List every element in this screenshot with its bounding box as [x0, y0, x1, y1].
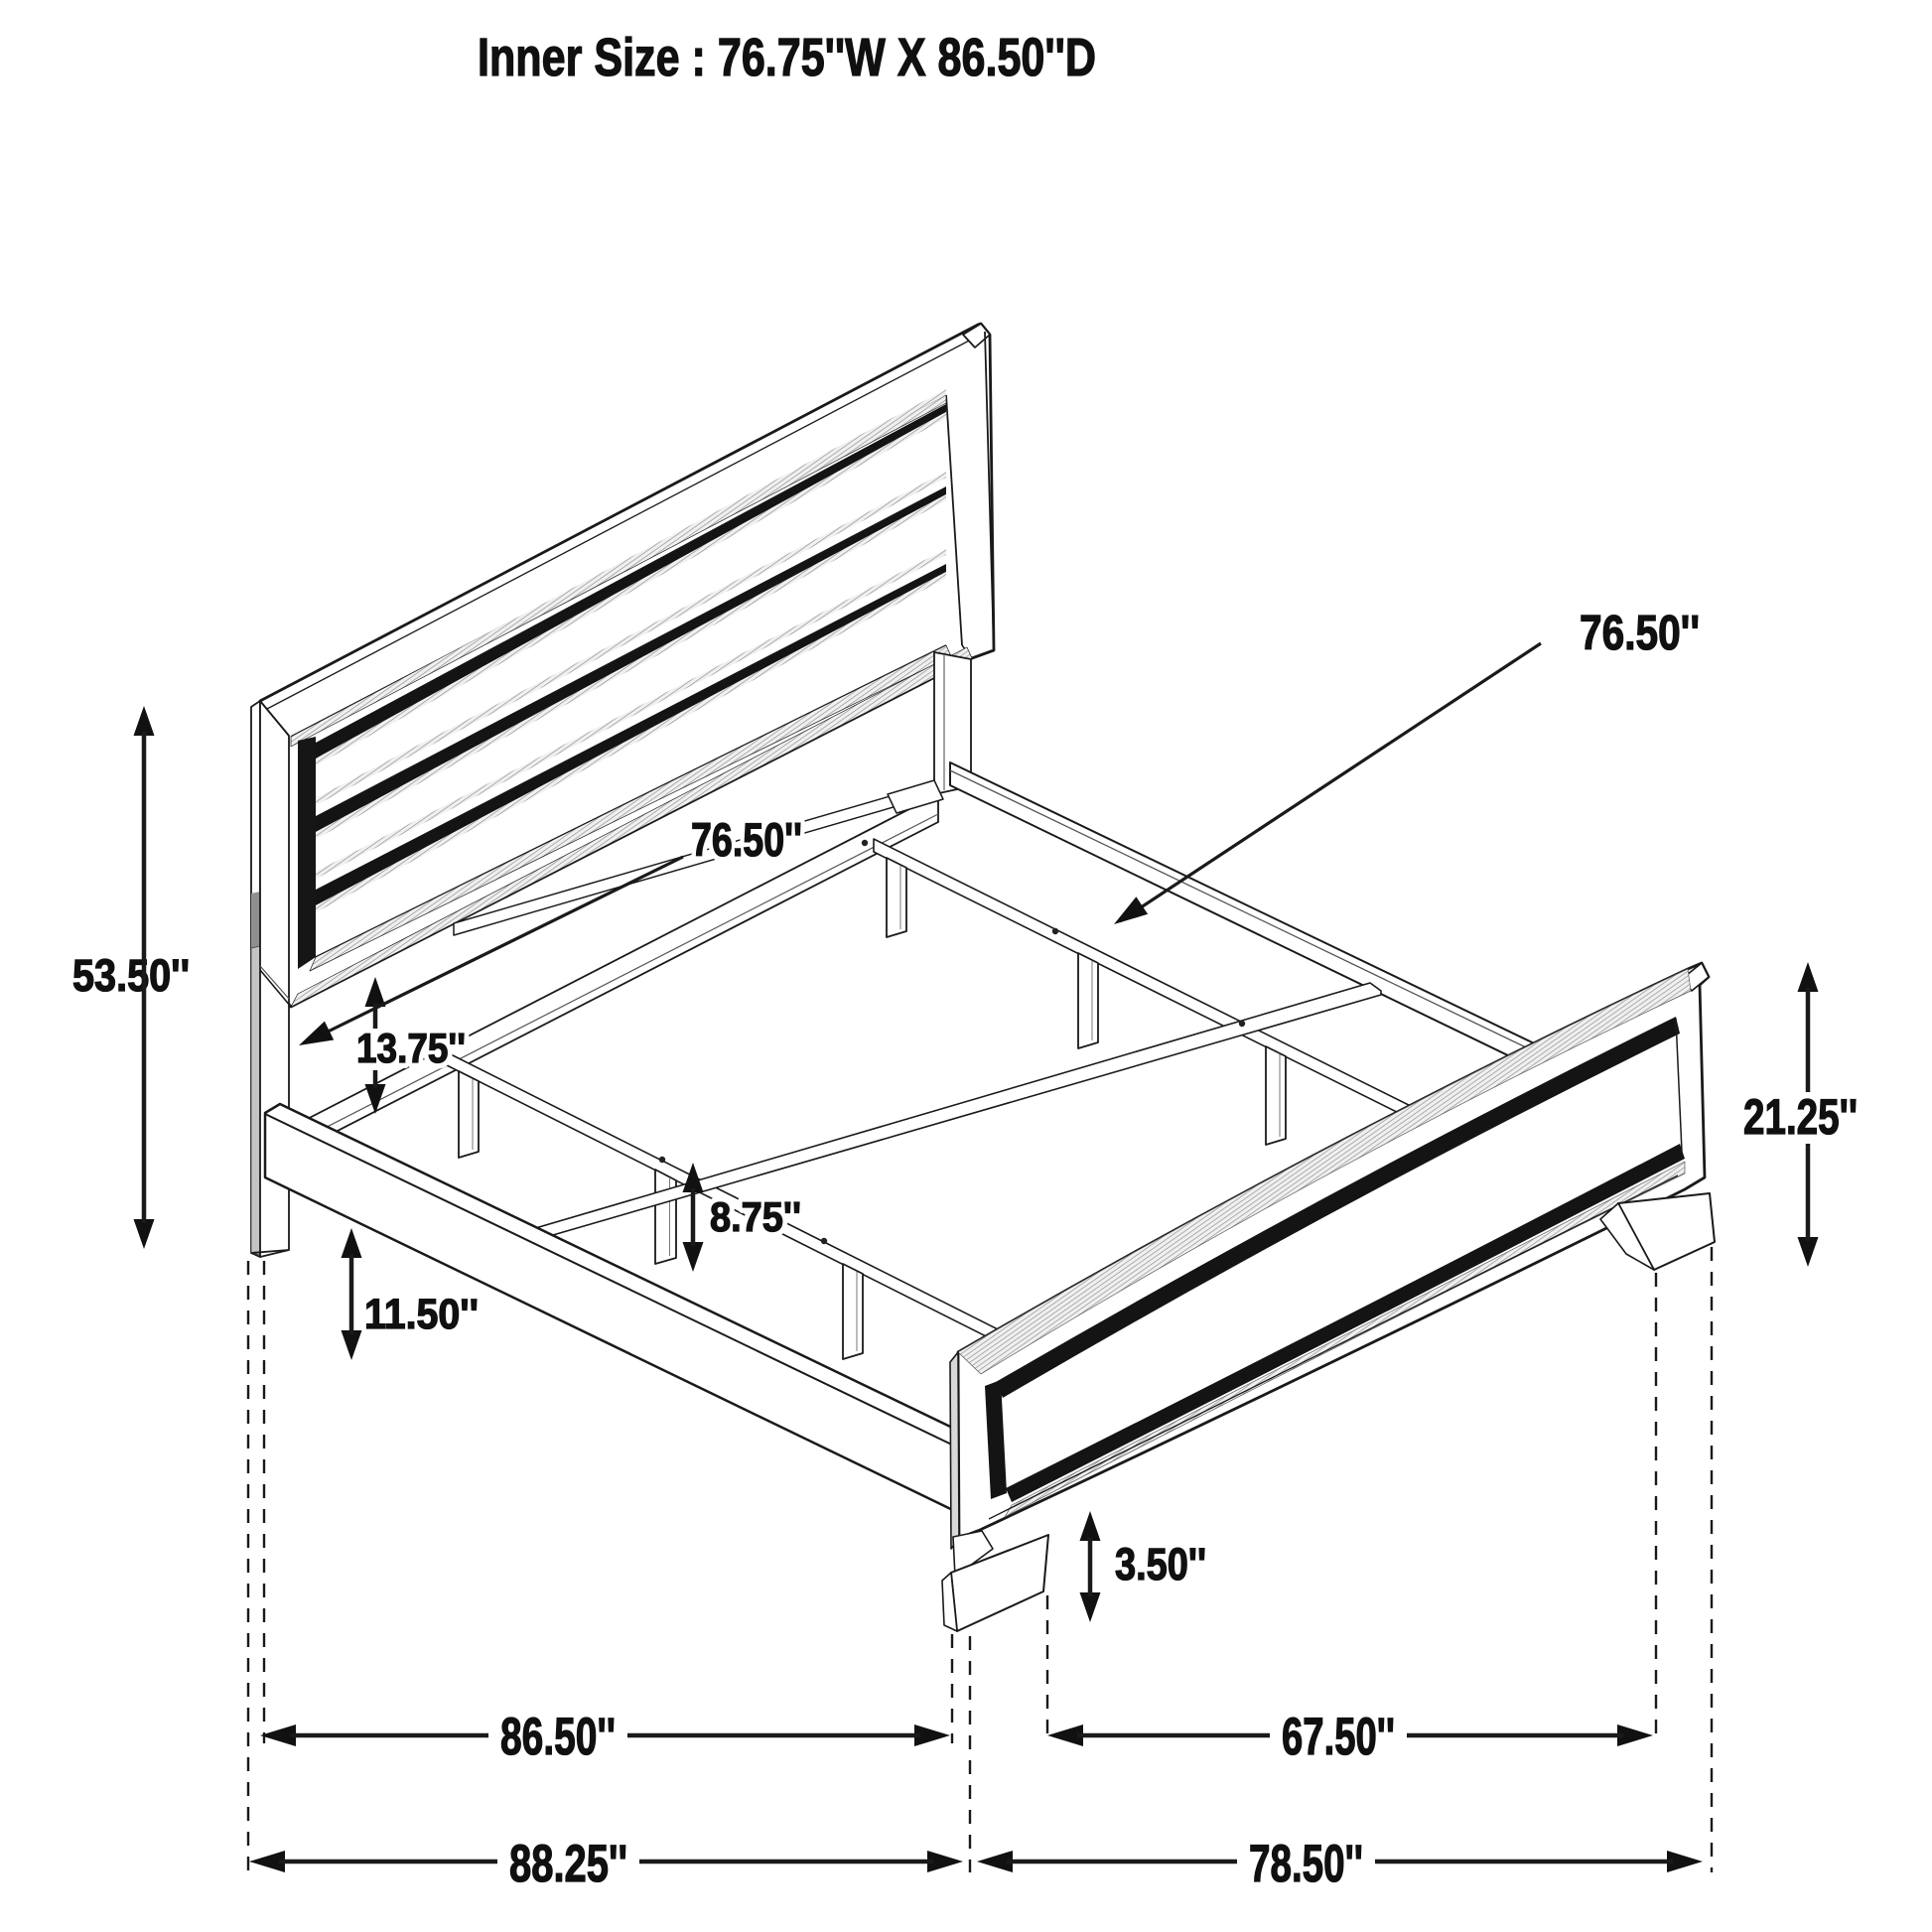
- svg-text:88.25'': 88.25'': [509, 1835, 627, 1893]
- svg-text:78.50'': 78.50'': [1249, 1835, 1363, 1893]
- svg-text:76.50'': 76.50'': [691, 813, 802, 866]
- svg-text:78.50'': 78.50'': [1249, 1835, 1363, 1893]
- svg-text:13.75'': 13.75'': [356, 1025, 466, 1071]
- svg-text:76.50'': 76.50'': [1580, 607, 1700, 660]
- svg-text:3.50'': 3.50'': [1115, 1539, 1206, 1589]
- svg-text:88.25'': 88.25'': [509, 1835, 627, 1893]
- svg-text:67.50'': 67.50'': [1282, 1708, 1395, 1766]
- svg-text:76.50'': 76.50'': [1580, 607, 1700, 660]
- svg-text:Inner Size : 76.75''W X 86.50': Inner Size : 76.75''W X 86.50''D: [478, 28, 1096, 87]
- svg-text:21.25'': 21.25'': [1743, 1089, 1858, 1145]
- svg-text:11.50'': 11.50'': [364, 1291, 479, 1338]
- svg-text:13.75'': 13.75'': [356, 1025, 466, 1071]
- svg-text:86.50'': 86.50'': [500, 1708, 616, 1766]
- svg-text:67.50'': 67.50'': [1282, 1708, 1395, 1766]
- svg-text:76.50'': 76.50'': [691, 813, 802, 866]
- svg-text:3.50'': 3.50'': [1115, 1539, 1206, 1589]
- svg-text:8.75'': 8.75'': [710, 1193, 801, 1240]
- svg-text:8.75'': 8.75'': [710, 1193, 801, 1240]
- svg-text:11.50'': 11.50'': [364, 1291, 479, 1338]
- svg-text:21.25'': 21.25'': [1743, 1089, 1858, 1145]
- svg-text:86.50'': 86.50'': [500, 1708, 616, 1766]
- svg-text:53.50'': 53.50'': [72, 950, 190, 1001]
- svg-text:53.50'': 53.50'': [72, 950, 190, 1001]
